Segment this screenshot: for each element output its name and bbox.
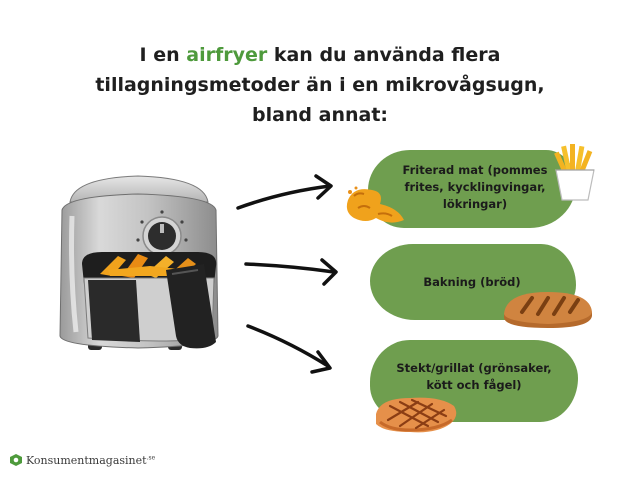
method-label-grilled: Stekt/grillat (grönsaker, kött och fågel… <box>396 361 552 392</box>
arrow-to-fried-food <box>236 174 333 210</box>
headline-line-1: I en airfryer kan du använda flera <box>139 44 501 66</box>
french-fries-icon <box>554 144 595 201</box>
headline-line-2: tillagningsmetoder än i en mikrovågsugn, <box>95 74 545 96</box>
method-label-baking: Bakning (bröd) <box>423 275 521 289</box>
fried-chicken-icon <box>346 186 404 223</box>
headline-line-3: bland annat: <box>251 104 389 126</box>
method-label-fried: Friterad mat (pommes frites, kycklingvin… <box>402 163 548 211</box>
method-card-fried <box>368 150 576 228</box>
headline: I en airfryer kan du använda flera tilla… <box>60 40 580 130</box>
footer-brand: Konsumentmagasinet.se <box>10 452 155 468</box>
bread-icon <box>504 292 592 328</box>
brand-suffix: .se <box>146 453 156 461</box>
arrow-to-grilled <box>246 324 332 374</box>
brand-logo-icon <box>10 454 22 466</box>
airfryer-illustration <box>59 175 219 350</box>
headline-accent-airfryer: airfryer <box>186 44 268 66</box>
arrow-to-baking <box>244 258 338 286</box>
grilled-steak-icon <box>376 397 457 433</box>
brand-name: Konsumentmagasinet.se <box>26 453 156 467</box>
